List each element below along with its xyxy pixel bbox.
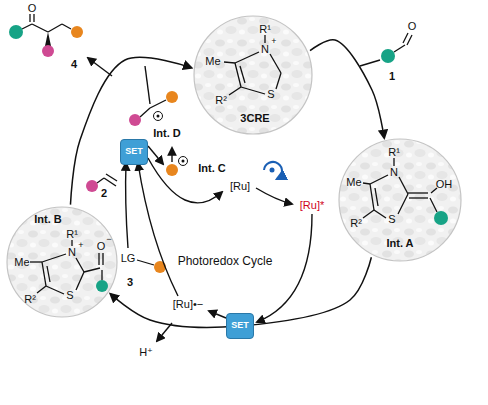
atom-label: 3CRE [240,112,269,124]
scheme-label: Int. C [198,162,226,174]
cycle-arrow [310,40,384,138]
atom-label: + [271,37,276,47]
bond-line [374,210,386,218]
scheme-label: 3 [127,276,133,288]
atom-label: Int. B [34,213,62,225]
scheme-label: H⁺ [139,346,153,358]
bond-line [42,262,46,286]
atom-label: Me [205,55,220,67]
atom-label: R² [350,217,362,229]
scheme-label: LG [121,252,136,264]
scheme-label: O [408,20,417,32]
atom-label: R¹ [259,23,271,35]
bond-line [235,52,259,63]
scheme-label: 2 [101,187,107,199]
substituent-sphere [434,211,448,225]
bond-line [241,87,265,94]
atom-label: N [390,166,398,178]
bond-line [102,253,103,265]
bond-line [370,184,374,210]
scheme-label: Int. D [153,127,181,139]
radical-dot [154,112,188,166]
bond-line [42,254,66,262]
atom-label: Int. A [386,237,413,249]
set-label: SET [231,321,249,331]
bond-line [370,175,388,184]
bond-line [264,35,265,43]
atom-label: S [66,289,73,301]
scheme-label: 1 [389,70,395,82]
catalyst-sphere: R¹ N+ MeS R² 3CRE [193,15,313,135]
scheme-label: Photoredox Cycle [178,255,273,268]
scheme-label: 4 [71,58,77,70]
bond-line [270,54,281,73]
catalyst-sphere: R¹ N Me OH S R² Int. A [338,138,462,262]
bond-line [46,286,64,294]
bond-line [399,177,408,194]
atom-label: Me [14,256,29,268]
set-label: SET [125,147,143,157]
atom-label: O [97,240,106,252]
substituent-sphere [96,280,108,292]
bond-line [37,286,46,293]
scheme-label: [Ru]* [300,199,324,211]
bond-line [393,158,394,166]
scheme-label: [Ru]•− [173,298,203,310]
bond-line [76,272,84,290]
atom-label: − [106,235,111,245]
atom-label: + [78,241,83,251]
cycle-arrow [70,57,191,204]
bond-line [375,188,378,206]
atom-label: R² [24,293,36,305]
light-symbol [264,162,282,179]
atom-label: R² [215,94,227,106]
bond-line [47,266,50,282]
bond-line [408,192,428,193]
bond-line [229,87,241,95]
set-badge: SET [226,313,254,339]
bond-line [363,210,374,218]
atom-label: OH [436,178,453,190]
bond-line [398,194,408,214]
bond-line [71,240,72,246]
atom-label: S [267,88,274,100]
bond-line [101,270,102,280]
bond-line [240,66,245,83]
atom-label: N [68,246,76,258]
bond-line [30,261,42,262]
set-badge: SET [120,139,148,165]
atom-label: S [388,213,395,225]
bond-line [76,258,84,272]
wedge-bond [45,32,51,46]
atom-label: N [261,43,269,55]
bond-line [276,73,281,89]
bond-line [363,183,370,184]
atom-label: R¹ [66,228,78,240]
sphere-fill [7,207,117,317]
bond-line [430,198,437,212]
bond-line [84,268,100,272]
bond-line [98,253,99,265]
bond-line [224,62,235,63]
sphere-fill [194,16,312,134]
scheme-label: [Ru] [230,180,250,192]
bond-line [409,197,428,198]
catalyst-sphere: Int. B R¹ N+ Me O− S R² [6,206,118,318]
atom-label: R¹ [388,146,400,158]
atom-label: Me [346,176,361,188]
sphere-fill [339,139,461,261]
scheme-label: O [28,2,37,14]
